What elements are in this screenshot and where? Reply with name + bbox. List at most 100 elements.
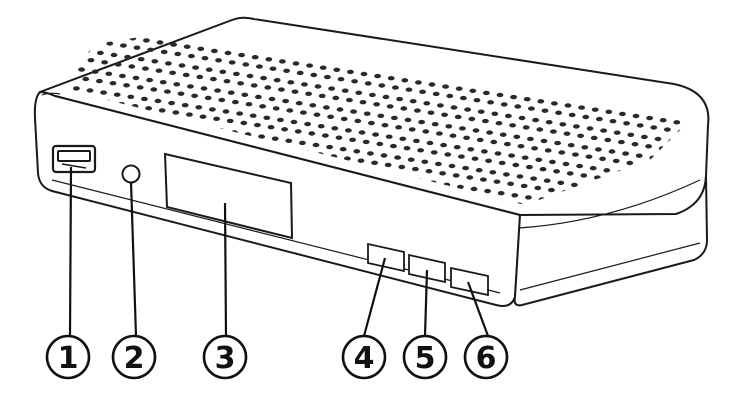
vent-hole — [490, 139, 498, 145]
callout-5: 5 — [402, 334, 448, 380]
vent-hole — [285, 138, 293, 143]
vent-hole — [535, 157, 543, 162]
vent-hole — [605, 109, 613, 115]
vent-hole — [327, 114, 334, 120]
vent-hole — [449, 133, 457, 138]
vent-hole — [566, 171, 574, 176]
vent-hole — [483, 90, 490, 96]
vent-hole — [520, 183, 528, 189]
vent-hole — [421, 159, 429, 164]
vent-hole — [432, 91, 440, 97]
vent-hole — [641, 134, 648, 140]
vent-hole — [445, 124, 453, 129]
vent-hole — [480, 177, 487, 182]
vent-hole — [440, 142, 447, 148]
vent-hole — [113, 92, 121, 97]
vent-hole — [124, 54, 131, 60]
vent-hole — [572, 152, 579, 157]
vent-hole — [596, 116, 603, 122]
vent-hole — [337, 77, 345, 82]
vent-hole — [278, 87, 285, 92]
vent-hole — [214, 88, 222, 93]
callout-4: 4 — [341, 334, 387, 380]
vent-hole — [522, 125, 530, 130]
right-side-face — [513, 175, 708, 307]
vent-hole — [233, 71, 240, 77]
vent-hole — [627, 132, 635, 137]
vent-hole — [106, 41, 114, 46]
vent-hole — [362, 139, 370, 145]
vent-hole — [294, 129, 302, 134]
vent-hole — [109, 81, 117, 86]
vent-hole — [245, 102, 253, 107]
vent-hole — [470, 186, 478, 192]
vent-hole — [549, 159, 556, 165]
vent-hole — [518, 115, 526, 121]
callout-1: 1 — [45, 334, 91, 380]
vent-hole — [258, 134, 265, 139]
vent-hole — [256, 64, 263, 69]
vent-hole — [322, 133, 329, 138]
vent-hole — [105, 71, 113, 77]
vent-hole — [590, 135, 598, 141]
vent-hole — [466, 175, 474, 180]
vent-hole — [145, 106, 153, 111]
vent-hole — [536, 127, 544, 132]
vent-hole — [391, 115, 398, 121]
vent-hole — [339, 147, 347, 152]
vent-hole — [196, 74, 204, 80]
vent-hole — [557, 180, 565, 185]
vent-hole — [290, 119, 298, 125]
vent-hole — [151, 59, 159, 64]
vent-hole — [390, 143, 397, 149]
vent-hole — [400, 106, 408, 111]
vent-hole — [78, 67, 85, 72]
vent-hole — [187, 84, 194, 89]
vent-hole — [88, 29, 96, 35]
leader-line-6 — [466, 281, 490, 337]
vent-hole — [527, 136, 534, 142]
vent-hole — [142, 66, 149, 71]
vent-hole — [504, 141, 511, 147]
vent-hole — [467, 147, 475, 152]
vent-hole — [97, 50, 104, 56]
vent-hole — [174, 51, 182, 57]
leader-line-3 — [223, 202, 228, 337]
vent-hole — [373, 102, 380, 107]
vent-hole — [422, 129, 430, 134]
vent-hole — [460, 95, 467, 101]
vent-hole — [249, 113, 257, 118]
vent-hole — [158, 108, 166, 113]
vent-hole — [408, 127, 416, 132]
ventilation-grille — [60, 29, 685, 205]
vent-hole — [197, 46, 205, 51]
vent-hole — [324, 74, 331, 80]
vent-hole — [312, 142, 320, 148]
vent-hole — [357, 158, 365, 163]
vent-hole — [317, 124, 325, 129]
vent-hole — [115, 34, 123, 39]
vent-hole — [514, 104, 522, 109]
vent-hole — [385, 134, 393, 139]
vent-hole — [123, 83, 130, 88]
vent-hole — [632, 113, 640, 119]
vent-hole — [477, 109, 485, 114]
vent-hole — [457, 184, 464, 190]
vent-hole — [507, 181, 514, 186]
vent-hole — [428, 82, 436, 87]
vent-hole — [201, 56, 209, 61]
vent-hole — [128, 64, 136, 69]
front-button-c — [450, 266, 489, 297]
vent-hole — [534, 185, 542, 191]
vent-hole — [363, 111, 371, 116]
vent-hole — [589, 166, 597, 171]
vent-hole — [301, 82, 308, 87]
callout-label-1: 1 — [58, 341, 79, 376]
vent-hole — [213, 116, 221, 122]
callout-6: 6 — [463, 334, 509, 380]
vent-hole — [426, 140, 434, 146]
vent-hole — [396, 96, 403, 102]
vent-hole — [260, 75, 267, 81]
vent-hole — [364, 81, 372, 86]
vent-hole — [505, 113, 512, 119]
